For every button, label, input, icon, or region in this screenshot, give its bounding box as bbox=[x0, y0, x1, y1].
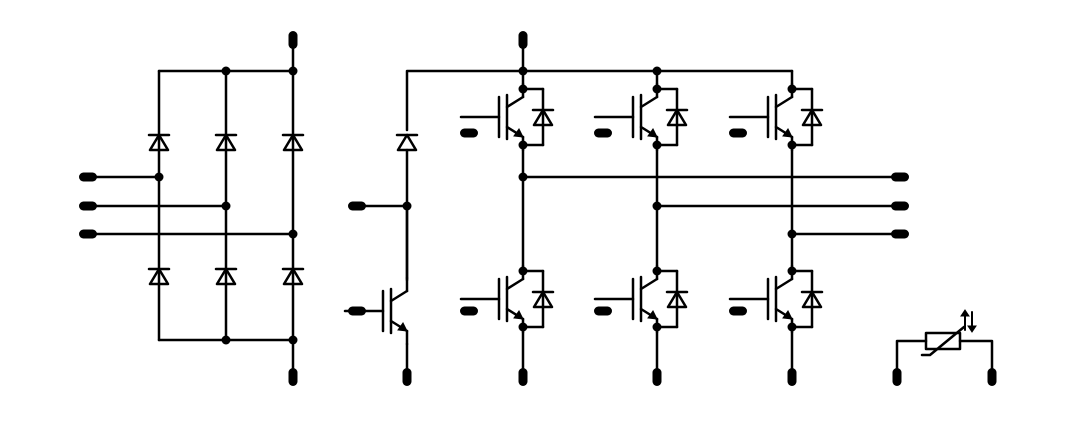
junction-dot-icon bbox=[652, 66, 662, 76]
ntc-thermistor-icon bbox=[892, 309, 997, 386]
three-phase-inverter bbox=[459, 31, 909, 386]
igbt-icon bbox=[728, 264, 794, 334]
junction-dot-icon bbox=[221, 335, 231, 345]
terminal-pin-icon bbox=[79, 229, 97, 239]
terminal-pin-icon bbox=[402, 368, 412, 386]
brake-chopper bbox=[343, 69, 794, 386]
terminal-pin-icon bbox=[518, 368, 528, 386]
diode-icon bbox=[655, 87, 689, 147]
igbt-icon bbox=[593, 82, 659, 152]
terminal-pin-icon bbox=[288, 368, 298, 386]
terminal-pin-icon bbox=[787, 368, 797, 386]
terminal-pin-icon bbox=[518, 31, 528, 49]
terminal-pin-icon bbox=[594, 128, 612, 138]
junction-dot-icon bbox=[518, 140, 528, 150]
terminal-pin-icon bbox=[79, 172, 97, 182]
diode-icon bbox=[521, 269, 555, 329]
terminal-pin-icon bbox=[348, 306, 366, 316]
rectifier-bridge bbox=[79, 31, 305, 386]
junction-dot-icon bbox=[787, 322, 797, 332]
junction-dot-icon bbox=[652, 140, 662, 150]
igbt-icon bbox=[728, 82, 794, 152]
terminal-pin-icon bbox=[348, 201, 366, 211]
igbt-icon bbox=[593, 264, 659, 334]
junction-dot-icon bbox=[154, 172, 164, 182]
igbt-icon bbox=[459, 82, 525, 152]
terminal-pin-icon bbox=[729, 306, 747, 316]
junction-dot-icon bbox=[288, 229, 298, 239]
junction-dot-icon bbox=[288, 66, 298, 76]
junction-dot-icon bbox=[221, 201, 231, 211]
terminal-pin-icon bbox=[79, 201, 97, 211]
junction-dot-icon bbox=[518, 84, 528, 94]
junction-dot-icon bbox=[221, 66, 231, 76]
junction-dot-icon bbox=[518, 266, 528, 276]
junction-dot-icon bbox=[518, 172, 528, 182]
diode-icon bbox=[790, 87, 824, 147]
junction-dot-icon bbox=[518, 66, 528, 76]
terminal-pin-icon bbox=[729, 128, 747, 138]
junction-dot-icon bbox=[652, 322, 662, 332]
junction-dot-icon bbox=[288, 335, 298, 345]
junction-dot-icon bbox=[518, 322, 528, 332]
terminal-pin-icon bbox=[987, 368, 997, 386]
terminal-pin-icon bbox=[891, 201, 909, 211]
diode-icon bbox=[790, 269, 824, 329]
terminal-pin-icon bbox=[594, 306, 612, 316]
diode-icon bbox=[395, 133, 419, 152]
diode-icon bbox=[521, 87, 555, 147]
junction-dot-icon bbox=[787, 84, 797, 94]
terminal-pin-icon bbox=[891, 172, 909, 182]
junction-dot-icon bbox=[652, 266, 662, 276]
junction-dot-icon bbox=[787, 266, 797, 276]
terminal-pin-icon bbox=[891, 229, 909, 239]
terminal-pin-icon bbox=[892, 368, 902, 386]
terminal-pin-icon bbox=[460, 306, 478, 316]
junction-dot-icon bbox=[787, 140, 797, 150]
diode-icon bbox=[655, 269, 689, 329]
junction-dot-icon bbox=[787, 229, 797, 239]
terminal-pin-icon bbox=[652, 368, 662, 386]
terminal-pin-icon bbox=[460, 128, 478, 138]
terminal-pin-icon bbox=[288, 31, 298, 49]
junction-dot-icon bbox=[652, 84, 662, 94]
junction-dot-icon bbox=[652, 201, 662, 211]
igbt-icon bbox=[459, 264, 525, 334]
